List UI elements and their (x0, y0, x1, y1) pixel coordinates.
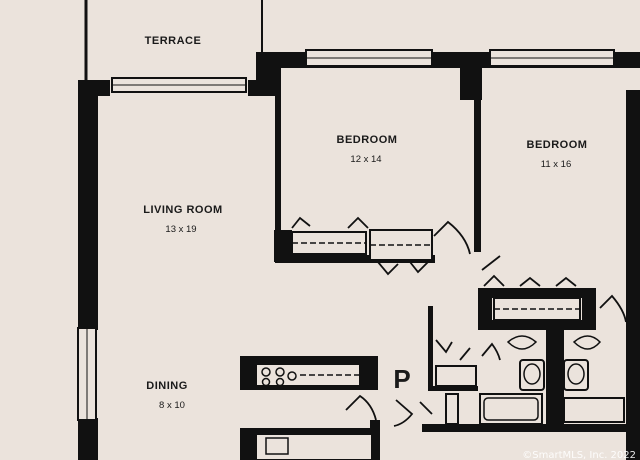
living-room-label: LIVING ROOM (143, 204, 222, 216)
terrace-label: TERRACE (145, 35, 202, 47)
bath-fixtures (506, 335, 602, 385)
dining-label: DINING (146, 380, 188, 392)
bedroom-2-size: 11 x 16 (541, 159, 571, 170)
living-room-size: 13 x 19 (165, 224, 196, 235)
marker-letter: P (393, 364, 410, 394)
dining-size: 8 x 10 (159, 400, 185, 411)
stove-burners (261, 367, 297, 455)
bedroom-1-size: 12 x 14 (350, 154, 381, 165)
closets-and-fixtures (255, 229, 625, 460)
bedroom-1-label: BEDROOM (337, 134, 398, 146)
door-swings (291, 216, 627, 427)
windows (77, 49, 615, 421)
bedroom-2-label: BEDROOM (527, 139, 588, 151)
copyright-watermark: ©SmartMLS, Inc. 2022 (522, 450, 636, 460)
